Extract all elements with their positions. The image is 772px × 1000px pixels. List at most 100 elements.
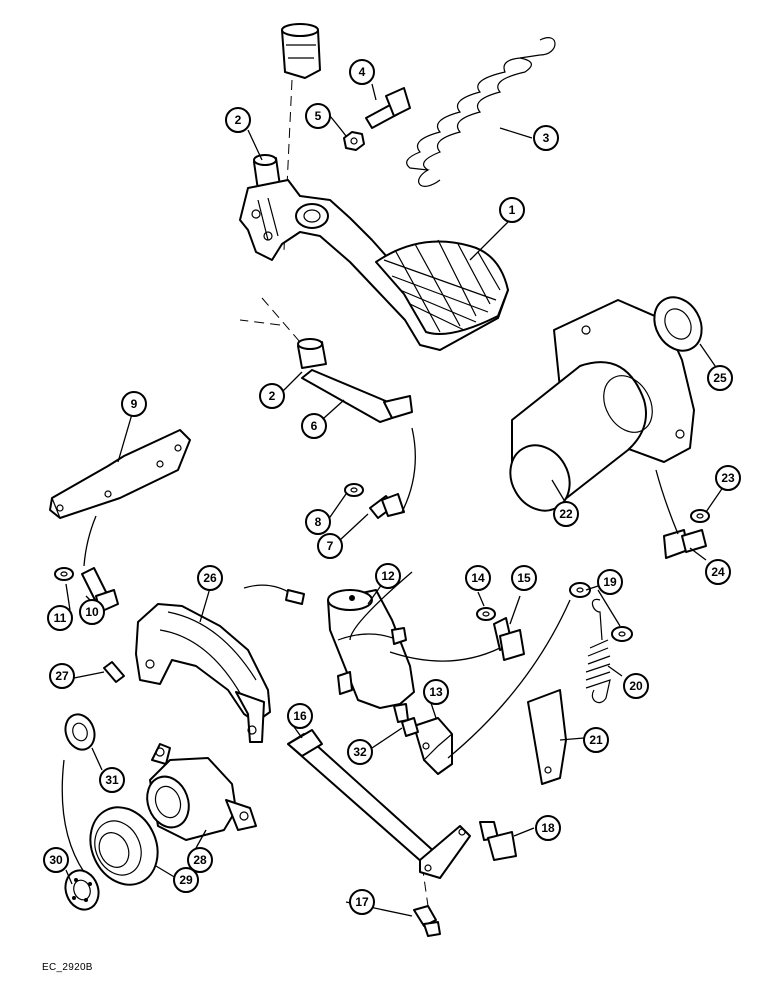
- svg-text:31: 31: [105, 773, 119, 787]
- callout-28: 28: [187, 847, 213, 873]
- bushing-2-lower-part: [297, 338, 327, 369]
- callout-12: 12: [375, 563, 401, 589]
- svg-text:26: 26: [203, 571, 217, 585]
- svg-text:14: 14: [471, 571, 485, 585]
- svg-text:32: 32: [353, 745, 367, 759]
- callout-11: 11: [47, 605, 73, 631]
- callout-31: 31: [99, 767, 125, 793]
- grease-fitting-17-part: [413, 905, 441, 937]
- svg-text:18: 18: [541, 821, 555, 835]
- callout-30: 30: [43, 847, 69, 873]
- svg-text:12: 12: [381, 569, 395, 583]
- callout-32: 32: [347, 739, 373, 765]
- alignment-lines: [239, 79, 431, 921]
- svg-text:5: 5: [315, 109, 322, 123]
- callout-20: 20: [623, 673, 649, 699]
- callout-21: 21: [583, 727, 609, 753]
- bearing-carrier-part: [509, 299, 695, 512]
- svg-text:25: 25: [713, 371, 727, 385]
- return-spring-part: [406, 37, 556, 187]
- callout-27: 27: [49, 663, 75, 689]
- svg-text:13: 13: [429, 685, 443, 699]
- svg-text:2: 2: [269, 389, 276, 403]
- callout-8: 8: [305, 509, 331, 535]
- callout-19: 19: [597, 569, 623, 595]
- svg-text:27: 27: [55, 669, 69, 683]
- callout-18: 18: [535, 815, 561, 841]
- svg-text:23: 23: [721, 471, 735, 485]
- slave-cylinder-part: [327, 589, 415, 723]
- svg-text:22: 22: [559, 507, 573, 521]
- callout-4: 4: [349, 59, 375, 85]
- callout-23: 23: [715, 465, 741, 491]
- spring-20-part: [585, 598, 611, 704]
- callout-7: 7: [317, 533, 343, 559]
- svg-text:7: 7: [327, 539, 334, 553]
- washer-8-part: [344, 483, 364, 497]
- block-13-part: [413, 717, 453, 775]
- clips-19-part: [569, 582, 633, 642]
- svg-text:29: 29: [179, 873, 193, 887]
- svg-text:9: 9: [131, 397, 138, 411]
- bearing-30-part: [64, 869, 100, 911]
- callout-3: 3: [533, 125, 559, 151]
- svg-text:10: 10: [85, 605, 99, 619]
- svg-text:4: 4: [359, 65, 366, 79]
- seal-25-part: [653, 296, 703, 352]
- clevis-fork: [281, 23, 321, 79]
- svg-text:8: 8: [315, 515, 322, 529]
- svg-text:20: 20: [629, 679, 643, 693]
- pivot-pin-6-part: [301, 369, 413, 423]
- svg-text:21: 21: [589, 733, 603, 747]
- callout-2-lower: 2: [259, 383, 285, 409]
- bearing-29-part: [89, 806, 159, 886]
- svg-text:24: 24: [711, 565, 725, 579]
- callout-22: 22: [553, 501, 579, 527]
- plate-21-part: [527, 689, 567, 785]
- callout-9: 9: [121, 391, 147, 417]
- callout-25: 25: [707, 365, 733, 391]
- svg-text:17: 17: [355, 895, 369, 909]
- cross-shaft-lever-part: [287, 729, 471, 879]
- svg-text:11: 11: [54, 611, 67, 625]
- bolt-4-part: [365, 87, 411, 129]
- svg-text:1: 1: [509, 203, 516, 217]
- callout-5: 5: [305, 103, 331, 129]
- pin-27-part: [103, 661, 125, 683]
- pin-18-part: [479, 821, 517, 861]
- svg-text:28: 28: [193, 853, 207, 867]
- callout-10: 10: [79, 599, 105, 625]
- nut-5-part: [343, 131, 365, 151]
- ring-31-part: [64, 713, 96, 751]
- washer-14-part: [476, 607, 496, 621]
- callout-13: 13: [423, 679, 449, 705]
- washer-11-part: [54, 567, 74, 581]
- callout-14: 14: [465, 565, 491, 591]
- callout-1: 1: [499, 197, 525, 223]
- clutch-pedal-part: [239, 179, 509, 351]
- release-bearing-part: [146, 743, 257, 841]
- bolt-7-part: [369, 493, 405, 519]
- callout-15: 15: [511, 565, 537, 591]
- svg-text:3: 3: [543, 131, 550, 145]
- svg-text:19: 19: [603, 575, 617, 589]
- callout-17: 17: [349, 889, 375, 915]
- figure-code: EC_2920B: [42, 962, 93, 973]
- hydraulic-line: [243, 584, 305, 605]
- set-screw-32-part: [401, 717, 419, 737]
- svg-text:6: 6: [311, 419, 318, 433]
- bolt-24-part: [663, 529, 707, 559]
- bracket-9-part: [49, 429, 191, 519]
- svg-text:2: 2: [235, 113, 242, 127]
- callout-24: 24: [705, 559, 731, 585]
- svg-text:16: 16: [293, 709, 307, 723]
- release-fork-part: [135, 603, 271, 743]
- svg-text:30: 30: [49, 853, 63, 867]
- callout-29: 29: [173, 867, 199, 893]
- callout-26: 26: [197, 565, 223, 591]
- washer-23-part: [690, 509, 710, 523]
- callout-16: 16: [287, 703, 313, 729]
- bolt-15-part: [493, 617, 525, 661]
- callout-6: 6: [301, 413, 327, 439]
